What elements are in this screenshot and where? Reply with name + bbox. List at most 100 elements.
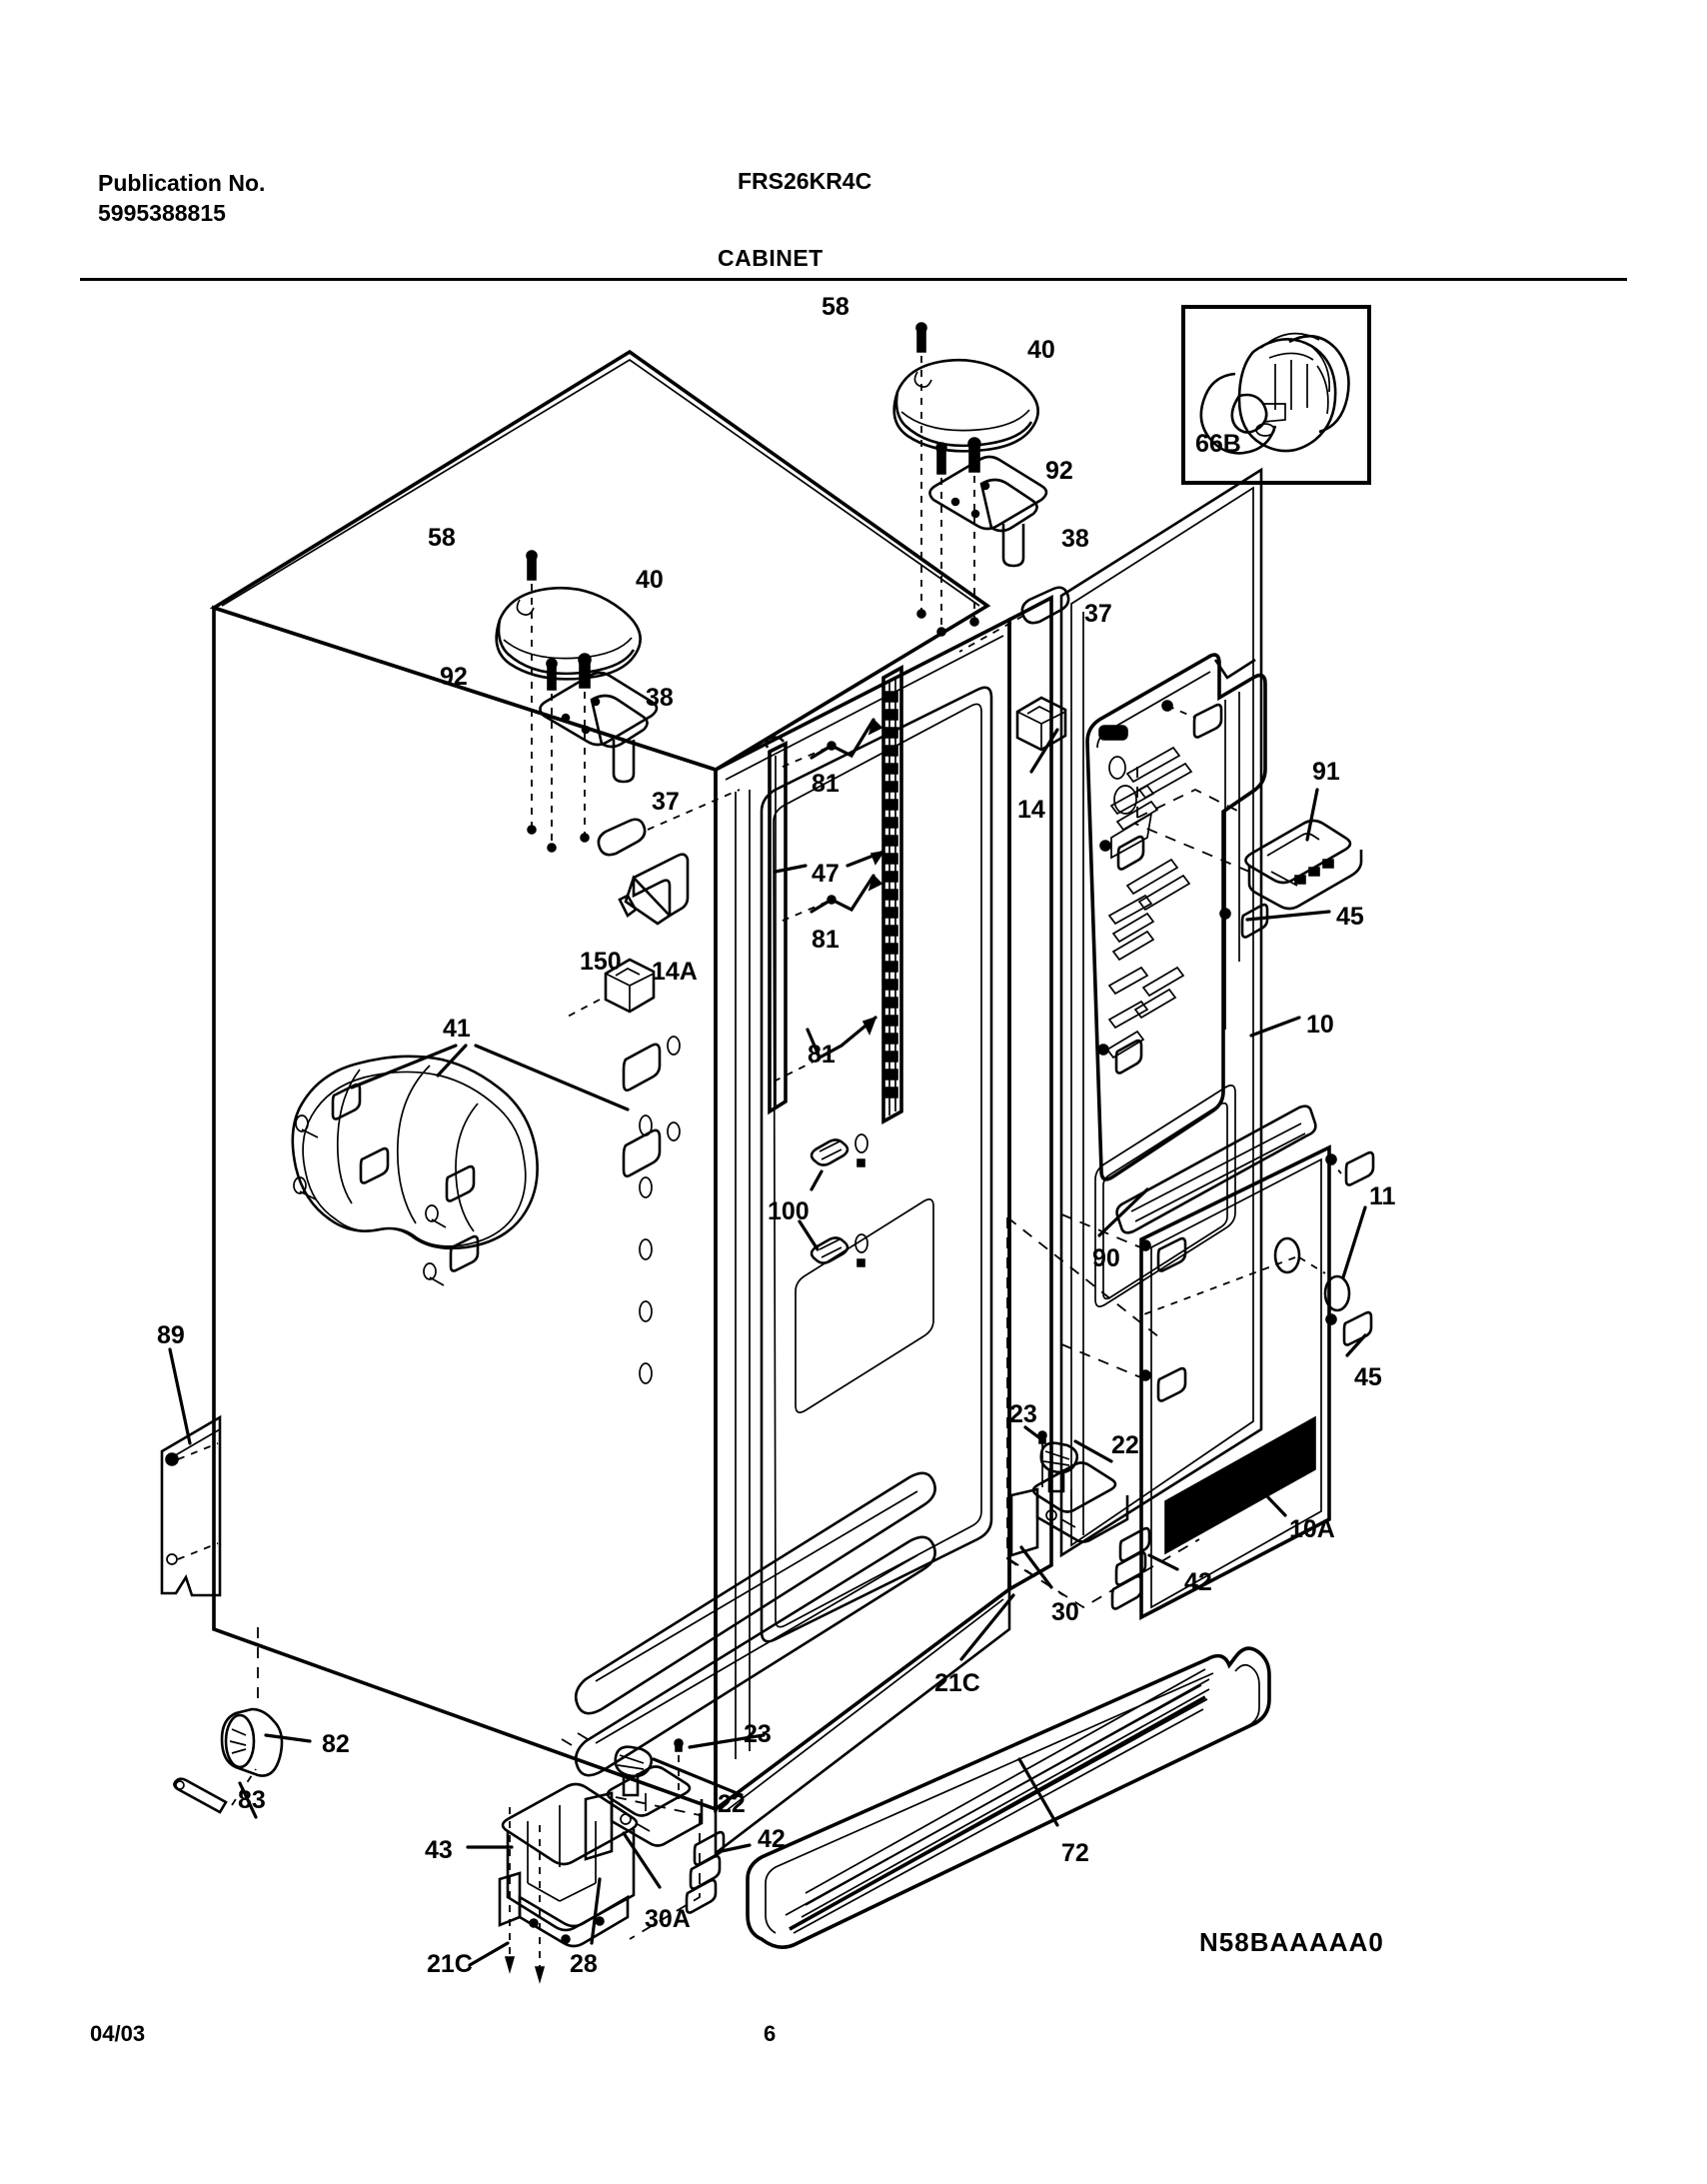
projection-21c-right (1007, 1539, 1199, 1607)
callout-45-b: 45 (1354, 1363, 1382, 1391)
screw-92-left (547, 654, 591, 852)
leader-11 (1343, 1207, 1365, 1277)
right-side-liner-panel-10 (1087, 655, 1267, 1179)
callout-28: 28 (570, 1950, 598, 1978)
callout-81-c: 81 (808, 1041, 836, 1069)
left-mounting-bracket-89 (162, 1349, 220, 1595)
inset-box-66b (1181, 305, 1371, 485)
callout-83: 83 (238, 1786, 266, 1814)
callout-37-right: 37 (1084, 600, 1112, 628)
callout-30a: 30A (645, 1905, 691, 1933)
callout-72: 72 (1061, 1839, 1089, 1867)
callout-42-left: 42 (758, 1825, 786, 1853)
hinge-screws-42-right (1112, 1528, 1177, 1608)
leader-90 (1099, 1189, 1147, 1235)
callout-30: 30 (1051, 1598, 1079, 1626)
callout-81-b: 81 (812, 926, 840, 954)
callout-14a: 14A (652, 958, 698, 986)
callout-38-right: 38 (1061, 525, 1089, 553)
callout-14: 14 (1017, 796, 1045, 824)
right-bottom-hinge-30 (1011, 1463, 1127, 1556)
callout-92-left: 92 (440, 663, 468, 691)
retainer-clip-100 (800, 1134, 867, 1266)
callout-22-left: 22 (718, 1790, 746, 1818)
projection-bottom-left (630, 1813, 700, 1939)
hinge-cover-left (497, 588, 641, 679)
hinge-pin-right (959, 588, 1068, 652)
footer-page-number: 6 (764, 2021, 777, 2046)
callout-38-left: 38 (646, 684, 674, 712)
callout-91: 91 (1312, 758, 1340, 786)
screw-58-right (916, 323, 926, 618)
callout-21c-left: 21C (427, 1950, 473, 1978)
hinge-pin-left (599, 790, 740, 855)
callout-150: 150 (580, 948, 622, 976)
leveling-leg-22-right (1041, 1441, 1111, 1491)
leader-47 (776, 852, 883, 872)
shelf-support-bracket-150 (620, 855, 688, 924)
projection-hinge-left (616, 1797, 700, 1815)
drawing-number: N58BAAAAA0 (1199, 1927, 1384, 1957)
page-title: CABINET (718, 245, 824, 271)
callout-89: 89 (157, 1321, 185, 1349)
clip-leader-81-a (776, 720, 881, 770)
callout-42-right: 42 (1184, 1568, 1212, 1596)
leader-45-b (1347, 1335, 1365, 1355)
publication-block: Publication No. 5995388815 (98, 168, 265, 229)
callout-90: 90 (1092, 1244, 1120, 1272)
leveling-pin-23-right (1025, 1427, 1046, 1487)
grommet-bushing-icon (1201, 334, 1349, 454)
clip-leader-81-c (774, 1018, 875, 1082)
left-bottom-hinge-30a (586, 1767, 702, 1888)
publication-number: 5995388815 (98, 200, 226, 227)
callout-58-right: 58 (822, 293, 850, 321)
callout-40-left: 40 (636, 566, 664, 594)
callout-37-left: 37 (652, 788, 680, 816)
leader-10a (1239, 1467, 1285, 1515)
callout-40-right: 40 (1027, 336, 1055, 364)
roller-axle-pin-83 (174, 1769, 256, 1817)
callout-10a: 10A (1289, 1515, 1335, 1543)
leader-10 (1251, 1018, 1299, 1036)
callout-23-right: 23 (1009, 1400, 1037, 1428)
callout-23-left: 23 (744, 1720, 772, 1748)
leader-28 (592, 1879, 600, 1943)
hinge-bracket-right (929, 457, 1046, 566)
footer-date: 04/03 (90, 2021, 146, 2046)
wire-clip-14a (566, 960, 654, 1018)
callout-92-right: 92 (1045, 457, 1073, 485)
leader-45-a (1247, 912, 1329, 920)
roller-wheel-82 (222, 1709, 310, 1776)
model-number: FRS26KR4C (738, 168, 872, 194)
leader-21c-right (961, 1595, 1013, 1659)
callout-43: 43 (425, 1836, 453, 1864)
callout-81-a: 81 (812, 770, 840, 798)
screw-92-right (936, 438, 980, 636)
toe-kick-grille-72 (748, 1648, 1269, 1947)
roller-bracket-assembly-43 (468, 1784, 637, 1946)
hinge-bracket-left (540, 673, 657, 782)
screw-41-group (624, 1037, 680, 1176)
hinge-screws-42-left (687, 1832, 750, 1912)
header-divider (80, 278, 1627, 281)
screw-58-left (527, 551, 537, 834)
callout-22-right: 22 (1111, 1431, 1139, 1459)
leader-30 (1021, 1547, 1051, 1587)
hinge-cover-right (894, 360, 1038, 451)
callout-82: 82 (322, 1730, 350, 1758)
clip-leader-81-b (776, 876, 881, 924)
callout-58-left: 58 (428, 524, 456, 552)
callout-21c-right: 21C (934, 1669, 980, 1697)
leveling-pin-23-left (675, 1735, 764, 1799)
control-cover-91 (1135, 821, 1361, 909)
leader-91 (1307, 790, 1317, 840)
lower-access-panel-10a (1059, 1106, 1373, 1617)
wire-clip-14 (1017, 698, 1065, 772)
bracket-screw-21c-left (470, 1807, 544, 1981)
insulation-pad-41 (293, 1046, 628, 1285)
ladder-slots (885, 692, 897, 1097)
callout-41: 41 (443, 1015, 471, 1043)
callout-11: 11 (1369, 1182, 1396, 1210)
